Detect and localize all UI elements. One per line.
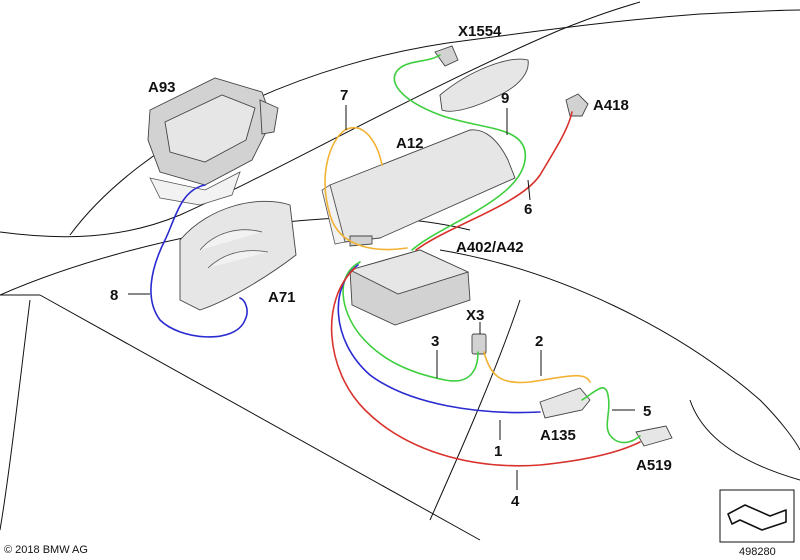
- label-a12: A12: [396, 135, 424, 152]
- label-a93: A93: [148, 79, 176, 96]
- a93-unit: [147, 77, 279, 206]
- a12-display: [321, 129, 516, 247]
- a71-cluster: [179, 200, 297, 311]
- label-a418: A418: [593, 97, 629, 114]
- a519-module: [635, 425, 673, 447]
- number-5: 5: [643, 403, 651, 420]
- number-1: 1: [494, 443, 502, 460]
- wire-6: [415, 111, 573, 251]
- x1554-mirror: [434, 45, 529, 112]
- a135-module: [539, 387, 591, 419]
- number-6: 6: [524, 201, 532, 218]
- wire-9: [393, 54, 526, 251]
- image-number: 498280: [739, 546, 776, 558]
- number-9: 9: [501, 90, 509, 107]
- x3-connector: [471, 333, 487, 355]
- wire-5: [581, 387, 641, 444]
- label-a519: A519: [636, 457, 672, 474]
- wire-4: [330, 267, 641, 467]
- wire-7: [324, 127, 408, 251]
- copyright: © 2018 BMW AG: [4, 544, 88, 556]
- label-a402: A402/A42: [456, 239, 524, 256]
- leader-lines: [128, 105, 635, 490]
- label-x1554: X1554: [458, 23, 502, 40]
- orientation-box: [719, 489, 795, 543]
- a402-control-unit: [348, 249, 471, 326]
- label-x3: X3: [466, 307, 484, 324]
- wire-3: [342, 261, 479, 382]
- part-labels: A93 X1554 A418 A12 A402/A42 A71 X3 A135 …: [148, 23, 672, 474]
- label-a71: A71: [268, 289, 296, 306]
- wire-8: [150, 184, 248, 338]
- number-7: 7: [340, 87, 348, 104]
- number-3: 3: [431, 333, 439, 350]
- number-8: 8: [110, 287, 118, 304]
- number-2: 2: [535, 333, 543, 350]
- label-a135: A135: [540, 427, 576, 444]
- wiring-harness: [150, 54, 641, 467]
- wire-numbers: 7 9 6 8 3 2 5 1 4: [110, 87, 651, 510]
- wire-1: [337, 264, 541, 414]
- number-4: 4: [511, 493, 520, 510]
- orientation-arrow-icon: [727, 504, 787, 531]
- wire-2: [483, 351, 591, 384]
- a418-sensor: [565, 93, 589, 117]
